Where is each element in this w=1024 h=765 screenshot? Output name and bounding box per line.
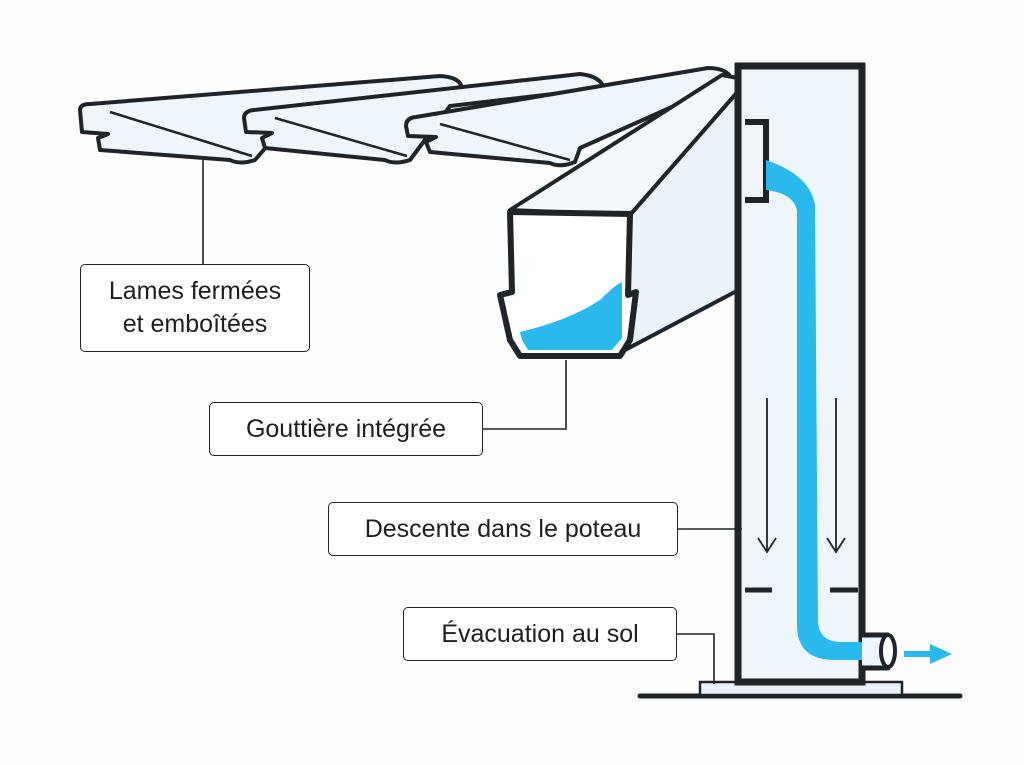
label-lames: Lames fermées et emboîtées bbox=[80, 264, 310, 352]
label-descente: Descente dans le poteau bbox=[328, 502, 678, 556]
label-gouttiere: Gouttière intégrée bbox=[209, 402, 483, 456]
label-descente-text: Descente dans le poteau bbox=[364, 514, 642, 543]
down-arrow-icon bbox=[826, 398, 846, 554]
label-evacuation: Évacuation au sol bbox=[403, 607, 677, 661]
gutter-water bbox=[520, 282, 622, 350]
roof-slat-2-edge bbox=[274, 116, 408, 158]
label-gouttiere-text: Gouttière intégrée bbox=[245, 414, 447, 443]
right-arrow-icon bbox=[904, 644, 952, 664]
outlet-pipe-mouth bbox=[879, 633, 897, 669]
roof-slat-1-edge bbox=[109, 110, 253, 158]
leader-line-gouttiere bbox=[483, 360, 567, 430]
leader-line-evacuation bbox=[677, 633, 715, 684]
label-evacuation-text: Évacuation au sol bbox=[441, 619, 639, 648]
roof-slats bbox=[78, 66, 734, 168]
gutter-beam bbox=[497, 73, 750, 359]
down-arrow-icon bbox=[757, 398, 777, 554]
post bbox=[734, 62, 952, 686]
label-lames-line2: et emboîtées bbox=[122, 310, 268, 338]
label-lames-line1: Lames fermées bbox=[108, 277, 282, 305]
roof-slat-3-edge bbox=[439, 122, 571, 162]
